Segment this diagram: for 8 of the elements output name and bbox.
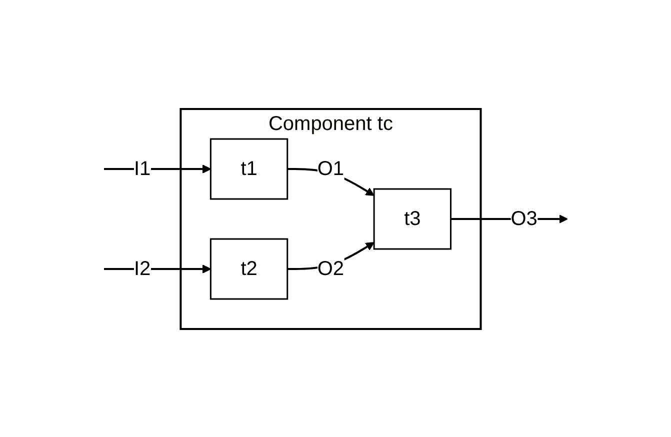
edge-label: I1 <box>134 158 150 180</box>
edge-label: O1 <box>317 158 344 180</box>
edge-label: I2 <box>134 258 150 280</box>
node-box: t3 <box>373 188 452 250</box>
edge-label: O3 <box>510 208 538 230</box>
edge-label: O2 <box>317 258 344 280</box>
node-box: t2 <box>210 238 288 300</box>
node-box: t1 <box>210 138 288 200</box>
